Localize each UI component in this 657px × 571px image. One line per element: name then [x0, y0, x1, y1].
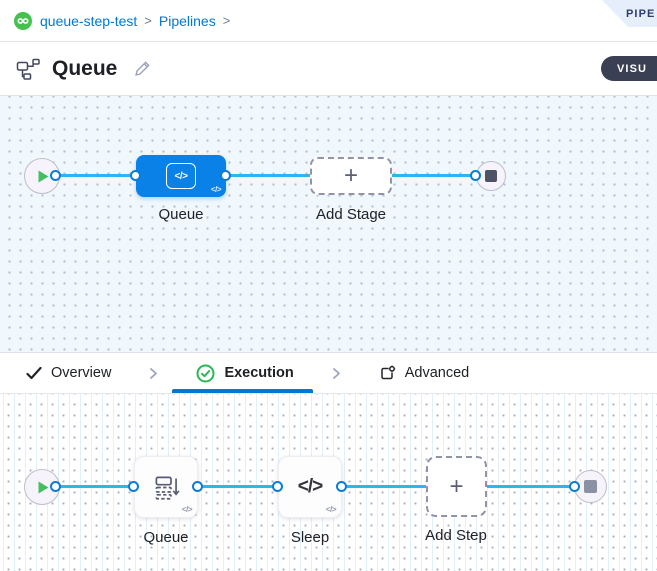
execution-graph-canvas: </> Queue </> </> Sleep + Add Step [0, 394, 657, 571]
code-badge-icon: </> [181, 505, 193, 514]
code-badge-icon: </> [325, 505, 337, 514]
connector-point [470, 170, 481, 181]
chevron-right-icon [329, 366, 344, 381]
connector-point [130, 170, 141, 181]
pipeline-title-bar: Queue [0, 42, 657, 96]
play-icon [38, 170, 49, 182]
plus-icon: + [449, 472, 464, 500]
tab-execution-label: Execution [224, 365, 294, 381]
stage-end-node [476, 161, 506, 191]
connector-line [342, 485, 426, 488]
tab-advanced[interactable]: Advanced [379, 365, 470, 382]
connector-point [128, 481, 139, 492]
stop-icon [584, 480, 597, 493]
breadcrumb-separator: > [222, 13, 231, 28]
add-stage-button[interactable]: + [310, 157, 392, 195]
tab-overview[interactable]: Overview [26, 365, 111, 381]
check-circle-icon [196, 364, 215, 382]
connector-line [55, 485, 134, 488]
stage-graph-canvas: </> </> Queue + Add Stage [0, 96, 657, 352]
check-icon [26, 366, 42, 380]
add-step-button[interactable]: + [426, 456, 487, 517]
step-label: Sleep [290, 529, 330, 546]
step-node-queue[interactable]: </> [134, 456, 198, 518]
connector-point [192, 481, 203, 492]
step-node-sleep[interactable]: </> </> [278, 456, 342, 518]
project-infinity-icon [14, 11, 32, 30]
advanced-gear-icon [380, 365, 395, 379]
code-step-icon: </> [297, 476, 324, 497]
page-title: Queue [52, 56, 118, 80]
connector-point [569, 481, 580, 492]
tab-overview-label: Overview [51, 365, 112, 381]
breadcrumb-project-link[interactable]: queue-step-test [40, 12, 138, 29]
connector-point [50, 170, 61, 181]
connector-line [55, 174, 136, 177]
edit-pipeline-name-button[interactable] [131, 57, 154, 80]
add-step-label: Add Step [425, 527, 487, 544]
stop-icon [485, 170, 497, 182]
connector-point [220, 170, 231, 181]
play-icon [38, 481, 49, 493]
connector-line [487, 485, 575, 488]
tab-execution[interactable]: Execution [196, 364, 294, 383]
step-label: Queue [143, 529, 189, 546]
plus-icon: + [343, 162, 358, 189]
tab-advanced-label: Advanced [404, 365, 470, 381]
stage-start-node [24, 158, 60, 194]
visual-yaml-toggle[interactable]: VISU [601, 56, 657, 81]
connector-point [50, 481, 61, 492]
queue-step-icon [155, 476, 180, 500]
chevron-right-icon [146, 366, 161, 381]
config-tabbar: Overview Execution Advanced [0, 352, 657, 394]
stage-node-queue[interactable]: </> </> [136, 155, 226, 197]
breadcrumb-separator: > [144, 13, 152, 28]
connector-line [226, 174, 310, 177]
stage-label: Queue [158, 206, 204, 223]
code-badge-icon: </> [210, 185, 222, 194]
step-start-node [24, 469, 60, 505]
active-tab-underline [172, 389, 313, 393]
breadcrumb-pipelines-link[interactable]: Pipelines [158, 12, 216, 29]
pipeline-icon [16, 58, 40, 80]
connector-point [336, 481, 347, 492]
connector-point [272, 481, 283, 492]
connector-line [198, 485, 278, 488]
custom-stage-icon: </> [166, 163, 196, 189]
breadcrumb-bar: queue-step-test > Pipelines > [0, 0, 657, 42]
connector-line [392, 174, 476, 177]
add-stage-label: Add Stage [315, 206, 387, 223]
